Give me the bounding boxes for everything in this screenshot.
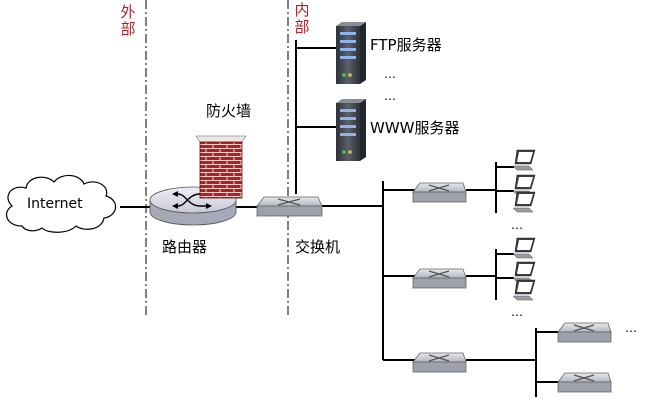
switch-icon [412, 182, 467, 203]
firewall-icon [195, 135, 247, 199]
firewall-label: 防火墙 [206, 102, 252, 120]
computer-icon [512, 279, 536, 301]
ellipsis-label: … [384, 89, 396, 103]
server-icon [336, 22, 366, 84]
router-label: 路由器 [162, 238, 208, 256]
ellipsis-label: … [511, 218, 523, 232]
computer-icon [512, 237, 536, 259]
computer-icon [512, 261, 536, 283]
zone-label-inside: 内部 [294, 1, 310, 36]
ellipsis-label: … [511, 305, 523, 319]
ellipsis-label: … [625, 321, 637, 335]
switch-icon [412, 268, 467, 289]
zone-label-outside: 外部 [120, 3, 136, 38]
switch-icon [256, 196, 323, 217]
switch-label: 交换机 [295, 238, 341, 256]
ftp-server-label: FTP服务器 [370, 36, 442, 54]
switch-icon [557, 372, 612, 393]
network-links [120, 40, 560, 397]
ellipsis-label: … [384, 67, 396, 81]
internet-label: Internet [27, 196, 83, 212]
server-icon [336, 99, 366, 161]
cloud-icon [5, 174, 117, 233]
switch-icon [412, 352, 467, 373]
www-server-label: WWW服务器 [370, 119, 460, 137]
computer-icon [512, 149, 536, 171]
switch-icon [557, 322, 612, 343]
computer-icon [512, 191, 536, 213]
